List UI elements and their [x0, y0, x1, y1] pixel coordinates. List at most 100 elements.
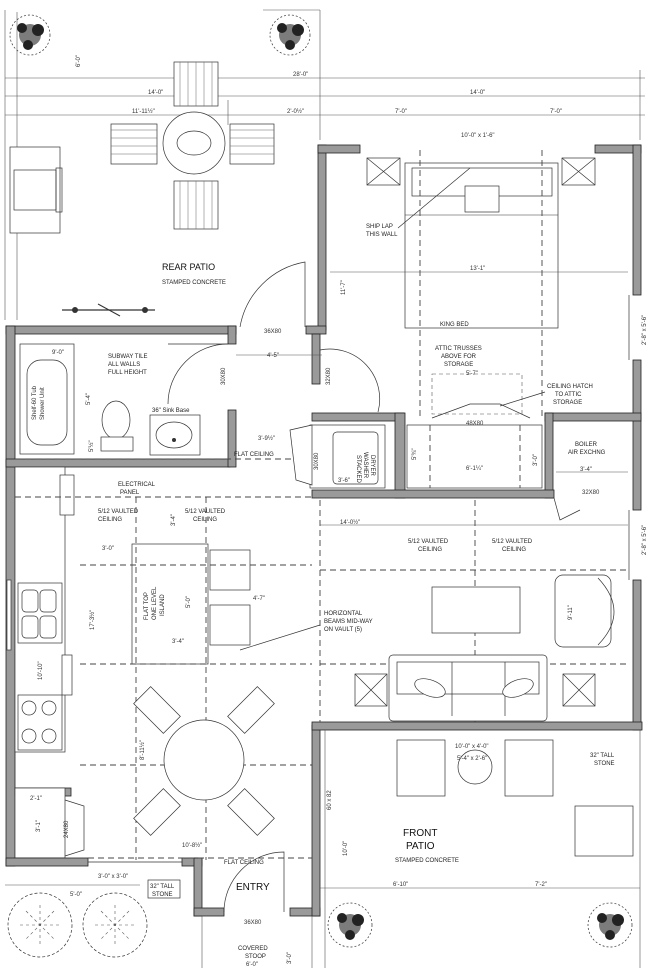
- bath-flat-ceiling: FLAT CEILING: [234, 452, 274, 458]
- kitchen-10-10: 10'-10": [38, 661, 44, 680]
- boiler-dim: 3'-4": [580, 467, 592, 473]
- island-5-0: 5'-0": [186, 596, 192, 608]
- bedroom-width: 13'-1": [470, 266, 485, 272]
- bedroom-door-swing: [319, 348, 381, 413]
- bedroom-header-dim: 10'-0" x 1'-6": [461, 133, 495, 139]
- closet: [406, 403, 543, 489]
- bedroom-walls: [311, 144, 642, 731]
- front-patio-table-icon: [457, 749, 493, 785]
- stacked-2: WASHER: [362, 452, 368, 479]
- stoop-dim: 6'-0": [246, 962, 258, 968]
- kitchen-vault-a1: 5/12 VAULTED: [98, 509, 139, 515]
- front-7-2: 7'-2": [535, 882, 547, 888]
- front-10-0: 10'-0": [343, 841, 349, 856]
- dim-14-0-left: 14'-0": [148, 90, 163, 96]
- pantry-door: 24X80: [64, 820, 70, 838]
- electrical-1: ELECTRICAL: [118, 482, 156, 488]
- shrub-icon: [327, 902, 373, 948]
- dim-2-0: 2'-0½": [287, 108, 304, 115]
- beams-1: HORIZONTAL: [324, 611, 363, 617]
- living-vault-b2: CEILING: [502, 547, 526, 553]
- toilet-icon: [100, 400, 134, 452]
- island-2: ONE LEVEL: [152, 586, 158, 620]
- entry-stone-1: 32" TALL: [150, 884, 175, 890]
- electrical-2: PANEL: [120, 490, 140, 496]
- bed-label: KING BED: [440, 322, 469, 328]
- coffee-table-icon: [431, 586, 521, 634]
- boiler-door: 32X80: [582, 490, 600, 496]
- bath-5-4: 5'-4": [86, 393, 92, 405]
- dim-7-0-b: 7'-0": [550, 109, 562, 115]
- front-6-10: 6'-10": [393, 882, 408, 888]
- sink-label: 36" Sink Base: [152, 408, 190, 414]
- stoop-1: COVERED: [238, 946, 268, 952]
- living-14-0: 14'-0½": [340, 519, 360, 526]
- sink-icon: [149, 414, 201, 456]
- pantry: [14, 787, 85, 859]
- front-table-dim: 10'-0" x 4'-0": [455, 744, 489, 750]
- stacked-3: DRYER: [369, 455, 375, 477]
- laundry-3-6: 3'-6": [338, 478, 350, 484]
- island-3: ISLAND: [160, 594, 166, 616]
- living-9-11: 9'-11": [568, 605, 574, 620]
- boiler-door-swing: [553, 497, 581, 521]
- dining-8-11: 8'-11½": [139, 740, 146, 760]
- front-60x82: 60 x 82: [327, 790, 333, 810]
- closet-3-0: 3'-0": [533, 454, 539, 466]
- kitchen-counters: [14, 466, 75, 753]
- washer-dryer-icon: [289, 424, 386, 489]
- kitchen-vault-b2: CEILING: [193, 517, 217, 523]
- hatch-note-3: STORAGE: [553, 400, 582, 406]
- beams-2: BEAMS MID-WAY: [324, 619, 373, 625]
- stoop-2: STOOP: [245, 954, 266, 960]
- pantry-2-1: 2'-1": [30, 796, 42, 802]
- dim-7-0-a: 7'-0": [395, 109, 407, 115]
- living-vault-b1: 5/12 VAULTED: [492, 539, 533, 545]
- bath-door-swing: [167, 343, 229, 405]
- planter-icon: [7, 892, 148, 958]
- bath-5-5: 5'½": [88, 440, 95, 452]
- boiler-2: AIR EXCHNG: [568, 450, 606, 456]
- dim-14-0-right: 14'-0": [470, 90, 485, 96]
- kitchen-17-3: 17'-3½": [89, 610, 96, 630]
- rear-patio-title: REAR PATIO: [162, 262, 215, 272]
- kitchen-flat-ceiling: FLAT CEILING: [224, 860, 264, 866]
- tile-note-3: FULL HEIGHT: [108, 370, 147, 376]
- grill-icon: [9, 146, 63, 234]
- living-window: 2'-8" x 5'-6": [642, 525, 648, 555]
- bathtub-icon: [19, 343, 75, 455]
- laundry-door: 30X80: [314, 452, 320, 470]
- front-stone-2: STONE: [594, 761, 615, 767]
- bath-door-left: 30X80: [221, 367, 227, 385]
- dim-11-11: 11'-11½": [132, 108, 155, 115]
- shrub-icon: [269, 14, 311, 56]
- dim-28-0: 28'-0": [293, 72, 308, 78]
- tub-label-2: Shower Unit: [40, 387, 46, 420]
- kitchen-vault-a2: CEILING: [98, 517, 122, 523]
- south-walls: [5, 721, 643, 917]
- island-3-4: 3'-4": [172, 639, 184, 645]
- shiplap-note-1: SHIP LAP: [366, 224, 393, 230]
- dim-3-9: 3'-9½": [258, 435, 275, 442]
- sofa-icon: [388, 654, 548, 722]
- closet-6-1: 6'-1¼": [466, 466, 483, 472]
- entry-title: ENTRY: [236, 882, 270, 893]
- kitchen-vault-b1: 5/12 VAULTED: [185, 509, 226, 515]
- kitchen-3-0: 3'-0": [102, 546, 114, 552]
- front-stone-1: 32" TALL: [590, 753, 615, 759]
- island-1: FLAT TOP: [144, 592, 150, 620]
- tile-note-2: ALL WALLS: [108, 362, 140, 368]
- dining-table-icon: [133, 686, 275, 836]
- armchair-icon: [554, 574, 615, 648]
- entry-stone-2: STONE: [152, 892, 173, 898]
- pantry-3-1: 3'-1": [36, 820, 42, 832]
- bedroom-height: 11'-7": [341, 280, 347, 295]
- attic-note-1: ATTIC TRUSSES: [435, 346, 482, 352]
- patio-chair-icon: [396, 739, 634, 857]
- entry-door-swing: [223, 851, 285, 913]
- endtable-icon: [354, 673, 596, 707]
- closet-5-3: 5'¾": [412, 448, 418, 460]
- front-title-1: FRONT: [403, 828, 437, 839]
- beams-3: ON VAULT (5): [324, 627, 362, 633]
